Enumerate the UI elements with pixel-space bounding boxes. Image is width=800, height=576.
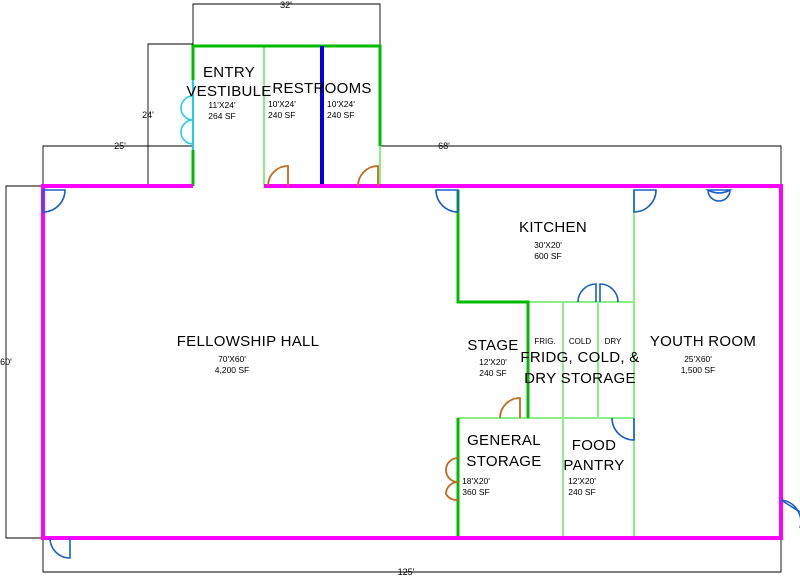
dimension-line-right-wing <box>380 145 782 186</box>
youth-size: 25'X60' <box>684 354 712 364</box>
door-swing-icon <box>599 283 619 303</box>
general-name-line1: GENERAL <box>467 432 541 449</box>
door-swing-icon <box>49 537 71 559</box>
room-walls <box>191 44 530 538</box>
general-area: 360 SF <box>462 487 489 497</box>
dimension-left-wing: 25' <box>114 141 126 151</box>
pantry-area: 240 SF <box>568 487 595 497</box>
doors <box>42 95 800 559</box>
entry-double-door-icon <box>180 95 194 145</box>
door-swing-icon <box>707 189 731 202</box>
general-name-line2: STORAGE <box>466 453 541 470</box>
wall-entry-top <box>191 44 382 146</box>
pantry-name-line1: FOOD <box>572 437 617 454</box>
restroom-right-size: 10'X24' <box>327 99 355 109</box>
dimension-entry-height: 24' <box>142 110 154 120</box>
door-swing-icon <box>633 189 657 213</box>
room-labels: ENTRY VESTIBULE 11'X24' 264 SF RESTROOMS… <box>177 64 756 497</box>
storage-name-line2: DRY STORAGE <box>524 370 636 387</box>
dimension-right-wing: 68' <box>438 141 450 151</box>
door-swing-icon <box>611 417 635 441</box>
dimension-total-width: 125' <box>398 567 415 576</box>
restrooms-name: RESTROOMS <box>272 80 371 97</box>
storage-name-line1: FRIDG, COLD, & <box>520 349 639 366</box>
kitchen-size: 30'X20' <box>534 240 562 250</box>
dimension-top-width: 32' <box>280 0 292 10</box>
kitchen-name: KITCHEN <box>519 219 587 236</box>
exterior-walls <box>41 184 783 540</box>
door-swing-icon <box>499 397 521 419</box>
dimension-lines <box>5 3 782 573</box>
kitchen-area: 600 SF <box>534 251 561 261</box>
door-swing-icon <box>780 499 800 528</box>
storage-label-cold: COLD <box>569 337 591 346</box>
restroom-left-area: 240 SF <box>268 110 295 120</box>
door-swing-icon <box>357 165 379 187</box>
stage-area: 240 SF <box>479 368 506 378</box>
stage-name: STAGE <box>467 337 518 354</box>
door-swing-icon <box>42 189 66 213</box>
storage-label-dry: DRY <box>605 337 622 346</box>
youth-area: 1,500 SF <box>681 365 716 375</box>
wall-kitchen-stage <box>456 190 530 418</box>
dimension-hall-height: 60' <box>0 357 12 367</box>
restroom-right-area: 240 SF <box>327 110 354 120</box>
dimension-line-top <box>192 3 381 46</box>
fellowship-area: 4,200 SF <box>215 365 250 375</box>
double-door-icon <box>445 457 459 501</box>
exterior-wall-main <box>41 184 783 540</box>
entry-name-line2: VESTIBULE <box>186 83 271 100</box>
fellowship-size: 70'X60' <box>218 354 246 364</box>
youth-name: YOUTH ROOM <box>650 333 756 350</box>
door-swing-icon <box>705 189 733 194</box>
storage-label-frig: FRIG. <box>534 337 555 346</box>
pantry-size: 12'X20' <box>568 476 596 486</box>
entry-name-line1: ENTRY <box>203 64 255 81</box>
door-swing-icon <box>267 165 289 187</box>
pantry-name-line2: PANTRY <box>563 457 624 474</box>
restroom-left-size: 10'X24' <box>268 99 296 109</box>
door-swing-icon <box>435 189 459 213</box>
dimension-line-total <box>42 538 782 573</box>
dimension-line-entry <box>147 43 193 187</box>
stage-size: 12'X20' <box>479 357 507 367</box>
entry-area: 264 SF <box>208 111 235 121</box>
dimension-line-left-wing <box>42 145 193 186</box>
fellowship-name: FELLOWSHIP HALL <box>177 333 320 350</box>
general-size: 18'X20' <box>462 476 490 486</box>
dimension-labels: 32' 25' 68' 24' 60' 125' <box>0 0 450 576</box>
door-swing-icon <box>577 283 597 303</box>
dimension-line-hall-height <box>5 185 43 539</box>
entry-size: 11'X24' <box>208 100 236 110</box>
